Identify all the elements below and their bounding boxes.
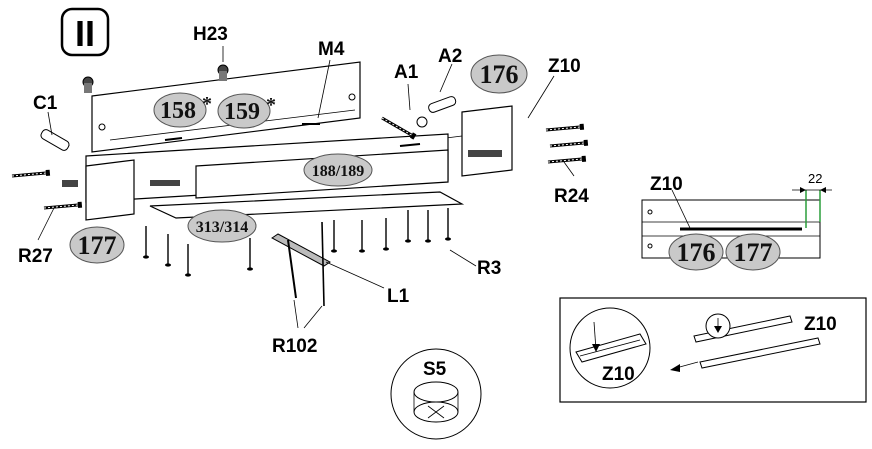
part-oval-313-314: 313/314 [187,209,257,243]
svg-text:159: 159 [224,99,260,125]
r102-screws [287,221,325,329]
part-oval-177-detail: 177 [725,233,781,271]
label-m4: M4 [318,39,345,60]
label-h23: H23 [193,24,228,45]
label-c1: C1 [33,93,58,114]
label-a1: A1 [394,62,419,83]
svg-text:176: 176 [677,238,716,267]
label-r24: R24 [554,186,589,207]
label-r3: R3 [477,258,501,279]
part-oval-176-top: 176 [470,54,528,94]
part-oval-159: 159 * [217,93,276,129]
label-l1: L1 [387,286,410,307]
svg-text:*: * [202,93,212,115]
dimension-22: 22 [808,171,822,186]
svg-text:177: 177 [78,231,117,260]
label-z10-inset-left: Z10 [602,364,635,385]
leader-lines [37,63,575,267]
s5-knob-detail [390,348,482,440]
left-side-panel [85,159,135,221]
h23-connectors [82,46,229,93]
svg-text:176: 176 [480,60,519,89]
label-z10-inset-right: Z10 [804,314,837,335]
label-r102: R102 [272,336,317,357]
label-s5: S5 [423,359,447,380]
right-side-panel [429,105,513,177]
label-z10-detail: Z10 [650,174,683,195]
svg-text:177: 177 [734,238,773,267]
part-oval-176-detail: 176 [668,233,724,271]
label-z10-top: Z10 [548,56,581,77]
horizontal-screws [10,113,590,213]
m4-screws [164,59,331,141]
dowels [40,96,502,187]
svg-text:313/314: 313/314 [196,219,248,236]
slide-inset-box [559,297,867,403]
step-badge: II [60,7,110,57]
part-oval-177-left: 177 [69,226,125,264]
r3-screws [142,207,452,278]
svg-text:158: 158 [160,98,196,124]
part-oval-188-189: 188/189 [303,153,373,187]
label-r27: R27 [18,246,53,267]
label-a2: A2 [438,46,462,67]
part-oval-158: 158 * [153,92,212,128]
svg-text:188/189: 188/189 [312,163,364,180]
step-number: II [75,13,95,54]
svg-text:*: * [266,94,276,116]
l1-bar [271,233,385,289]
